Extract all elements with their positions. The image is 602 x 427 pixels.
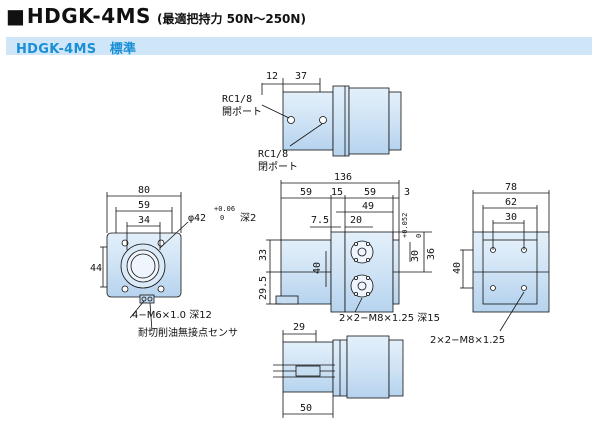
m8-label: 2×2−M8×1.25 xyxy=(430,335,505,346)
m6-thread-label: 4−M6×1.0 深12 xyxy=(132,309,212,321)
phi42-tol-lo: 0 xyxy=(220,214,224,222)
dim-136: 136 xyxy=(334,172,352,183)
page-header: ■ HDGK-4MS (最適把持力 50N～250N) xyxy=(6,4,306,30)
dim-59-mid-a: 59 xyxy=(300,187,312,198)
right-side-view xyxy=(460,190,550,332)
dim-29: 29 xyxy=(293,322,305,333)
rc-close-label: RC1/8 xyxy=(258,149,288,160)
dim-37: 37 xyxy=(295,71,307,82)
dim-20: 20 xyxy=(350,215,362,226)
sensor-label: 耐切削油無接点センサ xyxy=(138,326,238,339)
mid-tol-hi: +0.052 xyxy=(401,213,409,238)
m8-depth-label: 2×2−M8×1.25 深15 xyxy=(339,312,440,324)
port-close-label: 閉ポート xyxy=(258,161,298,173)
dim-40-mid: 40 xyxy=(312,262,323,274)
dim-36: 36 xyxy=(426,248,437,260)
section-band: HDGK-4MS 標準 xyxy=(6,37,592,57)
rc-open-label: RC1/8 xyxy=(222,94,252,105)
dim-12: 12 xyxy=(266,71,278,82)
dim-50: 50 xyxy=(300,403,312,414)
dim-44: 44 xyxy=(90,263,102,274)
depth-2-label: 深2 xyxy=(240,212,256,224)
dim-3: 3 xyxy=(404,187,410,198)
dim-29-5: 29.5 xyxy=(258,276,269,300)
grip-force-subtitle: (最適把持力 50N～250N) xyxy=(156,12,306,26)
dim-49: 49 xyxy=(362,201,374,212)
top-view xyxy=(261,78,402,157)
model-title: HDGK-4MS xyxy=(26,4,151,28)
dim-78: 78 xyxy=(505,182,517,193)
bottom-view xyxy=(273,330,404,418)
title-square: ■ xyxy=(6,4,25,28)
left-front-view xyxy=(100,192,189,332)
phi42-label: φ42 xyxy=(188,213,206,224)
section-label: HDGK-4MS 標準 xyxy=(16,42,137,57)
dim-33: 33 xyxy=(258,249,269,261)
dim-80: 80 xyxy=(138,185,150,196)
dim-30-right: 30 xyxy=(505,212,517,223)
dim-34: 34 xyxy=(138,215,150,226)
dim-62: 62 xyxy=(505,197,517,208)
dim-7-5: 7.5 xyxy=(311,215,329,226)
dim-30-mid: 30 xyxy=(410,250,421,262)
middle-side-view xyxy=(266,180,432,313)
port-open-label: 開ポート xyxy=(222,106,262,118)
phi42-tol-hi: +0.06 xyxy=(214,205,235,213)
mid-tol-lo: 0 xyxy=(415,234,423,238)
dim-15: 15 xyxy=(331,187,343,198)
dim-59-left: 59 xyxy=(138,200,150,211)
dim-59-mid-b: 59 xyxy=(364,187,376,198)
dim-40-right: 40 xyxy=(452,262,463,274)
